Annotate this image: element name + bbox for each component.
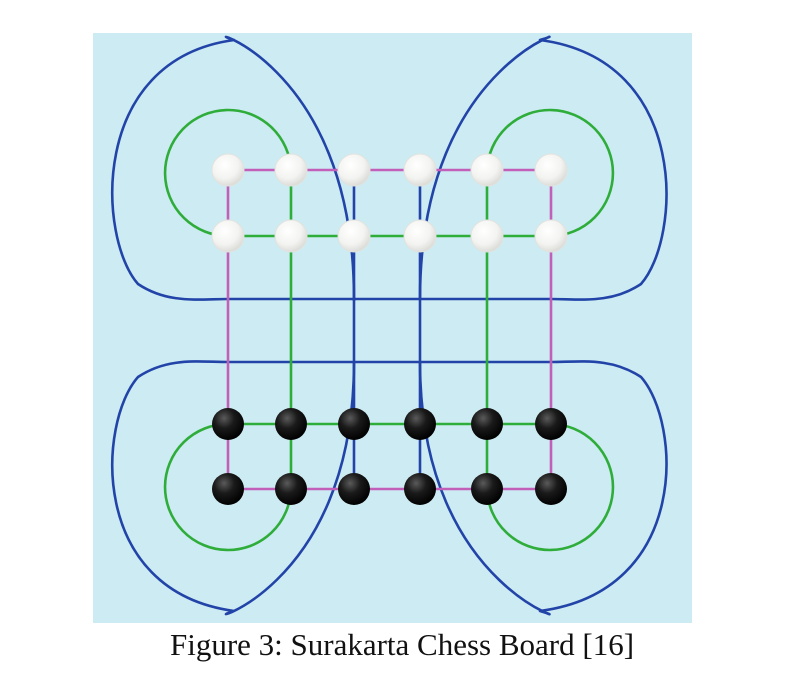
black-piece[interactable] xyxy=(212,408,244,440)
outer-loop-top-right xyxy=(418,35,668,301)
black-piece[interactable] xyxy=(471,473,503,505)
white-piece[interactable] xyxy=(274,153,308,187)
black-piece[interactable] xyxy=(275,408,307,440)
white-piece[interactable] xyxy=(534,219,568,253)
board-pieces xyxy=(211,153,568,505)
black-piece[interactable] xyxy=(535,408,567,440)
white-piece[interactable] xyxy=(470,153,504,187)
board-background xyxy=(93,33,692,623)
black-piece[interactable] xyxy=(471,408,503,440)
black-piece[interactable] xyxy=(338,473,370,505)
outer-loop-bottom-left xyxy=(111,360,356,616)
white-piece[interactable] xyxy=(211,153,245,187)
outer-loop-bottom-right xyxy=(418,360,668,616)
inner-loop-top-left xyxy=(163,108,293,238)
inner-loop-bottom-left xyxy=(163,422,293,552)
white-piece[interactable] xyxy=(403,219,437,253)
black-piece[interactable] xyxy=(404,408,436,440)
white-piece[interactable] xyxy=(470,219,504,253)
figure-caption: Figure 3: Surakarta Chess Board [16] xyxy=(169,627,635,662)
white-piece[interactable] xyxy=(403,153,437,187)
white-piece[interactable] xyxy=(274,219,308,253)
inner-loop-bottom-right xyxy=(485,422,615,552)
inner-loop-top-right xyxy=(485,108,615,238)
white-piece[interactable] xyxy=(534,153,568,187)
black-piece[interactable] xyxy=(338,408,370,440)
outer-loop-top-left xyxy=(111,35,356,301)
black-piece[interactable] xyxy=(535,473,567,505)
black-piece[interactable] xyxy=(212,473,244,505)
black-piece[interactable] xyxy=(404,473,436,505)
black-piece[interactable] xyxy=(275,473,307,505)
white-piece[interactable] xyxy=(337,153,371,187)
white-piece[interactable] xyxy=(211,219,245,253)
white-piece[interactable] xyxy=(337,219,371,253)
